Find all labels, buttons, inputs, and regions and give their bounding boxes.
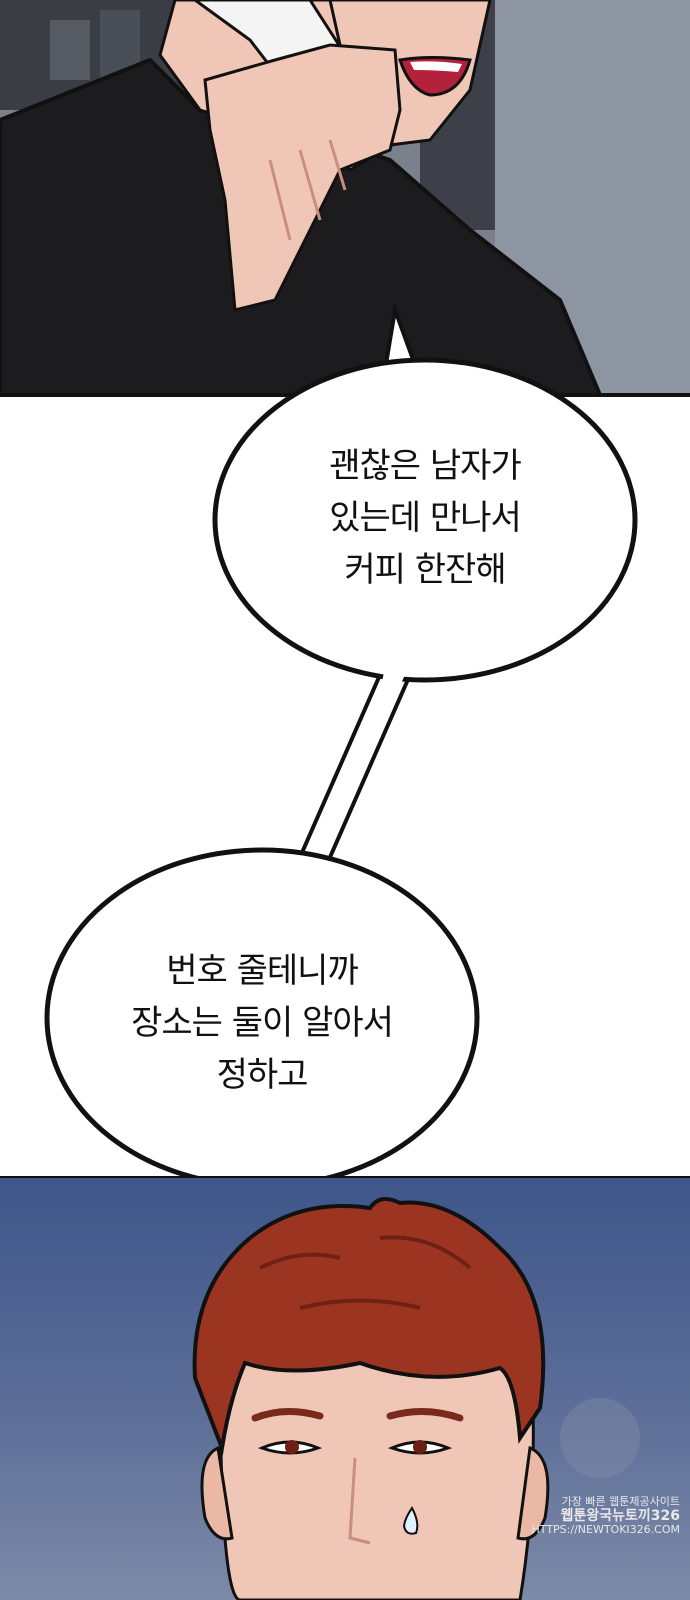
bubble-connector <box>286 666 417 882</box>
bubble-1-text: 괜찮은 남자가 있는데 만나서 커피 한잔해 <box>275 440 575 596</box>
red-haired-man-illustration <box>192 1197 640 1600</box>
phone-caller-illustration <box>0 0 690 395</box>
bubble-2-line-2: 장소는 둘이 알아서 <box>131 1003 394 1043</box>
watermark-url: HTTPS://NEWTOKI326.COM <box>531 1523 680 1536</box>
top-panel <box>0 0 690 395</box>
watermark: 가장 빠른 웹툰제공사이트 웹툰왕국뉴토끼326 HTTPS://NEWTOKI… <box>530 1495 680 1537</box>
watermark-tagline: 가장 빠른 웹툰제공사이트 <box>561 1495 680 1508</box>
watermark-site-name: 웹툰왕국뉴토끼326 <box>560 1508 680 1524</box>
panel-divider-top <box>0 393 690 397</box>
right-ear <box>516 1445 550 1541</box>
bubble-2-line-1: 번호 줄테니까 <box>166 951 359 991</box>
bubble-1-line-3: 커피 한잔해 <box>344 550 506 590</box>
bubble-2-text: 번호 줄테니까 장소는 둘이 알아서 정하고 <box>82 945 442 1101</box>
bubble-1-line-2: 있는데 만나서 <box>329 498 522 538</box>
bubble-2-line-3: 정하고 <box>216 1055 309 1095</box>
bottom-panel <box>0 1178 690 1600</box>
face <box>218 1346 535 1600</box>
watermark-mascot <box>560 1398 640 1478</box>
bubble-1-line-1: 괜찮은 남자가 <box>329 446 522 486</box>
sweat-drop <box>402 1506 419 1535</box>
left-ear <box>200 1445 234 1541</box>
